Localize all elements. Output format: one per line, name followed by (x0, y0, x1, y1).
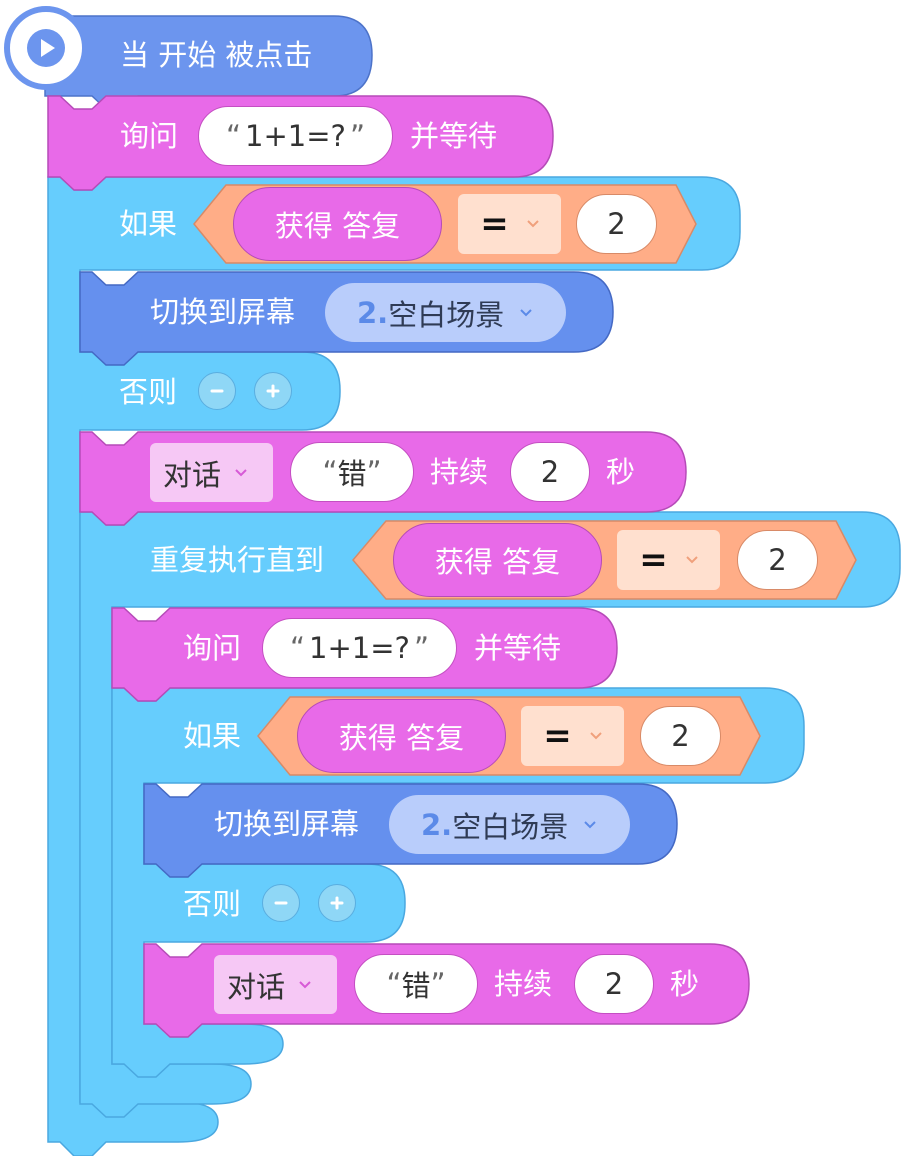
add-branch-button[interactable] (318, 884, 356, 922)
ask-label: 询问 (183, 631, 242, 665)
duration-label: 持续 (494, 967, 553, 1001)
play-icon (27, 29, 65, 67)
if-label: 如果 (183, 719, 242, 753)
dialog-mode-dropdown[interactable]: 对话 (150, 443, 273, 502)
ask-suffix-label: 并等待 (474, 631, 562, 665)
compare-value-input[interactable]: 2 (640, 706, 721, 766)
else-label: 否则 (183, 887, 242, 921)
compare-value-input[interactable]: 2 (576, 194, 657, 254)
else-label: 否则 (119, 375, 178, 409)
duration-label: 持续 (430, 455, 489, 489)
switch-scene-label: 切换到屏幕 (214, 807, 360, 841)
compare-value-input[interactable]: 2 (737, 530, 818, 590)
chevron-down-icon (686, 556, 698, 564)
chevron-down-icon (584, 820, 596, 828)
ask-suffix-label: 并等待 (410, 119, 498, 153)
chevron-down-icon (590, 732, 602, 740)
get-answer-reporter[interactable]: 获得 答复 (233, 187, 442, 261)
minus-icon (274, 901, 288, 905)
ask-label: 询问 (120, 119, 179, 153)
scene-dropdown[interactable]: 2.空白场景 (325, 283, 566, 342)
if-label: 如果 (119, 207, 178, 241)
repeat-until-label: 重复执行直到 (150, 543, 325, 577)
operator-dropdown[interactable]: = (521, 706, 624, 766)
message-input[interactable]: “错” (290, 442, 414, 502)
seconds-label: 秒 (606, 455, 636, 489)
get-answer-reporter[interactable]: 获得 答复 (393, 523, 602, 597)
seconds-label: 秒 (670, 967, 700, 1001)
operator-dropdown[interactable]: = (617, 530, 720, 590)
plus-icon (266, 384, 280, 398)
chevron-down-icon (235, 468, 247, 476)
when-start-clicked-label: 当 开始 被点击 (120, 38, 313, 72)
ask-question-input[interactable]: “1+1=?” (198, 106, 393, 166)
outer-if-else-block (47, 176, 741, 1156)
add-branch-button[interactable] (254, 372, 292, 410)
get-answer-reporter[interactable]: 获得 答复 (297, 699, 506, 773)
chevron-down-icon (520, 308, 532, 316)
chevron-down-icon (299, 980, 311, 988)
plus-icon (330, 896, 344, 910)
start-button[interactable] (4, 6, 88, 90)
ask-question-input[interactable]: “1+1=?” (262, 618, 457, 678)
duration-input[interactable]: 2 (510, 442, 590, 502)
remove-branch-button[interactable] (262, 884, 300, 922)
scene-dropdown[interactable]: 2.空白场景 (389, 795, 630, 854)
message-input[interactable]: “错” (354, 954, 478, 1014)
chevron-down-icon (527, 220, 539, 228)
minus-icon (210, 389, 224, 393)
switch-scene-label: 切换到屏幕 (150, 295, 296, 329)
dialog-mode-dropdown[interactable]: 对话 (214, 955, 337, 1014)
operator-dropdown[interactable]: = (458, 194, 561, 254)
remove-branch-button[interactable] (198, 372, 236, 410)
duration-input[interactable]: 2 (574, 954, 654, 1014)
